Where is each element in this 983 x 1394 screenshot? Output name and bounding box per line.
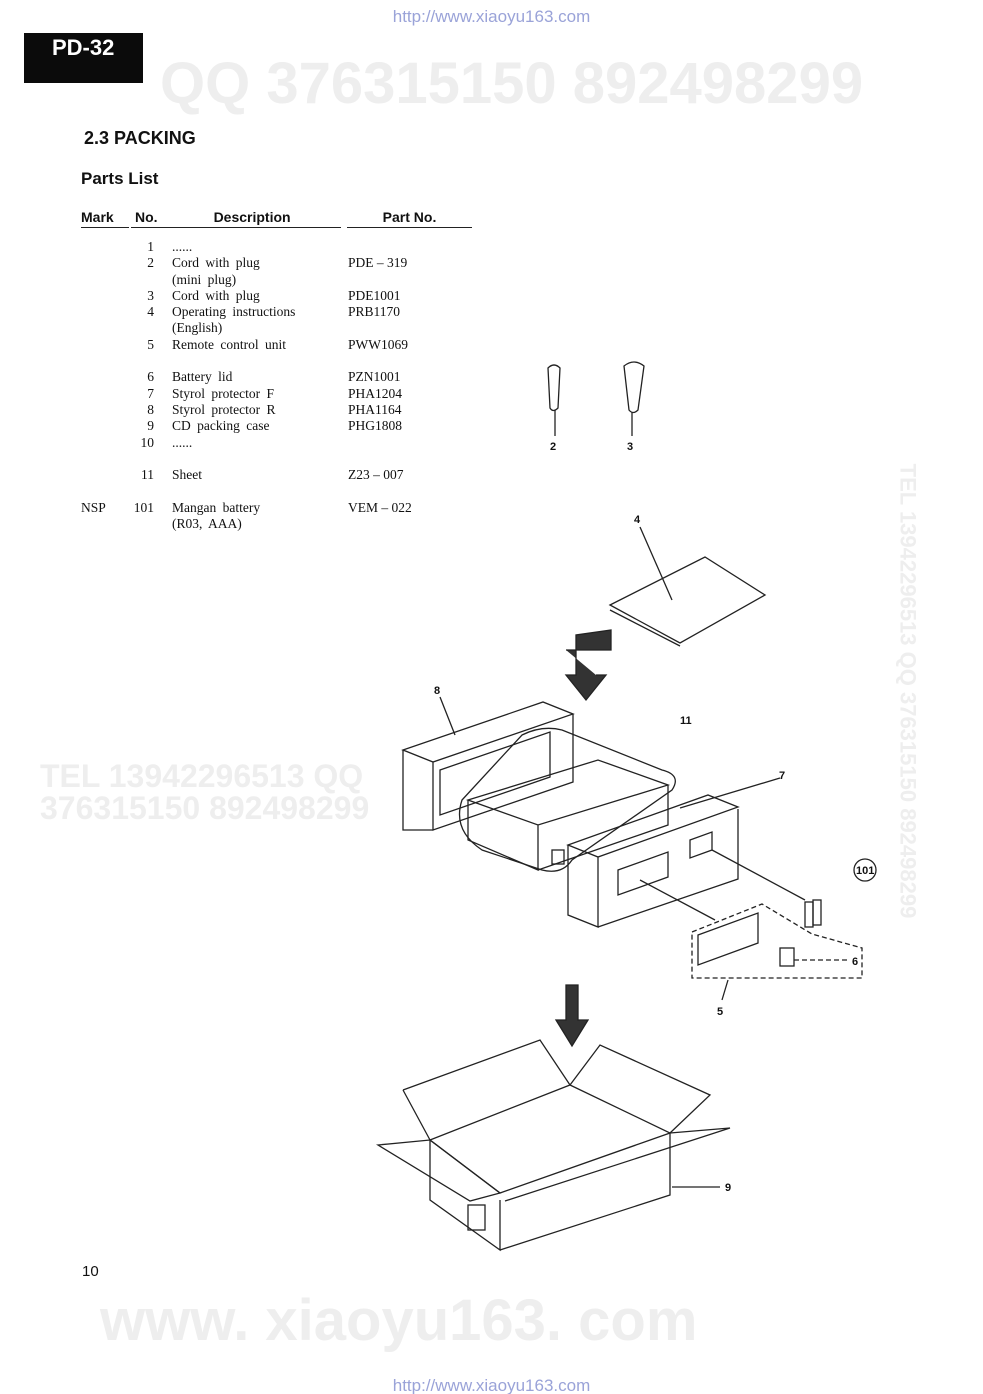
cell-desc: Battery lid	[172, 369, 233, 385]
callout-5: 5	[717, 1006, 723, 1018]
table-row-continuation: (English)	[0, 320, 480, 336]
cell-desc: Operating instructions	[172, 304, 296, 320]
table-row: 5 Remote control unit PWW1069	[0, 337, 480, 353]
cell-no: 101	[133, 499, 154, 515]
col-no-label: No.	[135, 209, 158, 225]
table-row: 11 Sheet Z23 – 007	[0, 467, 480, 483]
manual-illustration	[608, 526, 767, 647]
cell-part: PHA1204	[348, 385, 403, 401]
table-row-continuation: (mini plug)	[0, 272, 480, 288]
cell-no: 11	[141, 467, 154, 483]
parts-list-title: Parts List	[81, 169, 159, 188]
col-mark: Mark	[81, 209, 129, 228]
table-row: 10......	[0, 435, 480, 451]
cell-no: 7	[147, 385, 154, 401]
callout-7: 7	[779, 770, 785, 782]
callout-6: 6	[852, 956, 858, 968]
cell-no: 5	[147, 336, 154, 352]
cell-part: PZN1001	[348, 369, 401, 385]
watermark-bottom: www. xiaoyu163. com	[100, 1288, 698, 1353]
table-row: 7 Styrol protector F PHA1204	[0, 386, 480, 402]
cell-mark: NSP	[81, 499, 106, 515]
cell-part: PHA1164	[348, 401, 402, 417]
cell-no: 10	[140, 434, 155, 450]
cell-no: 1	[147, 239, 154, 254]
cell-part: PHG1808	[348, 418, 403, 434]
cell-part: PDE – 319	[348, 255, 408, 271]
cell-no: 6	[147, 369, 154, 385]
cell-part: PWW1069	[348, 336, 408, 352]
cell-desc: CD packing case	[172, 418, 270, 434]
cell-desc: Styrol protector F	[172, 385, 274, 401]
table-row: 8 Styrol protector R PHA1164	[0, 402, 480, 418]
table-row: 4 Operating instructions PRB1170	[0, 304, 480, 320]
cell-desc: Cord with plug	[172, 287, 260, 303]
cell-part: PRB1170	[348, 304, 401, 320]
watermark-mid: TEL 13942296513 QQ 376315150 892498299	[40, 758, 370, 826]
callout-2: 2	[550, 441, 556, 453]
arrow-down-icon-2	[554, 984, 590, 1048]
table-row: 1......	[0, 239, 480, 255]
arrow-down-icon	[564, 629, 612, 702]
cell-desc: Mangan battery	[172, 499, 261, 515]
cell-desc2: (English)	[172, 320, 223, 336]
cell-desc: ......	[172, 434, 193, 450]
packing-case	[375, 1039, 731, 1252]
callout-9: 9	[725, 1182, 731, 1194]
cell-desc2: (R03, AAA)	[172, 516, 242, 532]
col-no: No. Description	[131, 209, 341, 228]
cell-desc: Cord with plug	[172, 255, 260, 271]
cell-part: VEM – 022	[348, 499, 412, 515]
cell-desc: Styrol protector R	[172, 401, 276, 417]
cell-desc: ......	[172, 239, 193, 254]
callout-4: 4	[634, 514, 641, 526]
cord-3-illustration	[623, 361, 645, 436]
cell-desc: Sheet	[172, 467, 202, 483]
protector-f	[566, 777, 806, 928]
col-part-no: Part No.	[347, 209, 472, 228]
protector-r	[401, 696, 575, 831]
table-row: 9 CD packing case PHG1808	[0, 418, 480, 434]
cell-part: Z23 – 007	[348, 467, 404, 483]
header-url[interactable]: http://www.xiaoyu163.com	[392, 7, 591, 26]
cell-no: 8	[147, 401, 154, 417]
battery-101	[804, 858, 877, 928]
cell-desc2: (mini plug)	[172, 271, 237, 287]
callout-11: 11	[680, 715, 692, 727]
table-row: 2 Cord with plug PDE – 319	[0, 255, 480, 271]
table-row: 6 Battery lid PZN1001	[0, 369, 480, 385]
table-row-continuation: (R03, AAA)	[0, 516, 480, 532]
table-row: 3 Cord with plug PDE1001	[0, 288, 480, 304]
cell-no: 2	[147, 255, 154, 271]
remote-unit	[691, 903, 863, 979]
cord-2-illustration	[547, 364, 561, 436]
col-description: Description	[213, 209, 291, 225]
table-row: NSP 101 Mangan battery VEM – 022	[0, 500, 480, 516]
section-title: 2.3 PACKING	[84, 128, 196, 148]
callout-3: 3	[627, 441, 633, 453]
player	[465, 759, 671, 871]
cell-no: 9	[147, 418, 154, 434]
watermark-qq: QQ 376315150 892498299	[160, 51, 864, 116]
cell-part: PDE1001	[348, 287, 401, 303]
callout-8: 8	[434, 685, 440, 697]
footer-url[interactable]: http://www.xiaoyu163.com	[392, 1376, 591, 1394]
model-badge: PD-32	[24, 33, 143, 83]
callout-101: 101	[856, 865, 874, 877]
cell-no: 4	[147, 304, 154, 320]
cell-desc: Remote control unit	[172, 336, 286, 352]
remote	[697, 912, 850, 1001]
cell-no: 3	[147, 287, 154, 303]
page-number: 10	[82, 1263, 99, 1280]
